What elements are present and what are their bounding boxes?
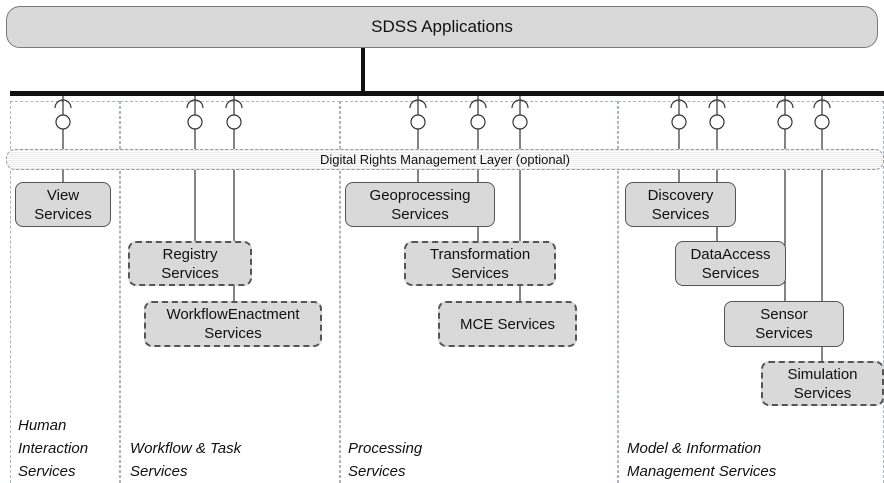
data-access-services-box: DataAccess Services <box>675 241 786 286</box>
data-access-ball-icon <box>709 114 725 130</box>
group-label-human-interaction: Human Interaction Services <box>18 417 89 480</box>
simulation-socket-icon <box>813 99 831 109</box>
data-access-socket-icon <box>708 99 726 109</box>
sensor-socket-icon <box>776 99 794 109</box>
mce-services-box: MCE Services <box>438 301 577 347</box>
workflow-socket-icon <box>225 99 243 109</box>
transformation-socket-icon <box>469 99 487 109</box>
transformation-services-box: Transformation Services <box>404 241 556 286</box>
workflow-enactment-services-box: WorkflowEnactment Services <box>144 301 322 347</box>
view-services-box: View Services <box>15 182 111 227</box>
discovery-services-box: Discovery Services <box>625 182 736 227</box>
group-label-workflow-task: Workflow & Task Services <box>130 440 242 480</box>
registry-socket-icon <box>186 99 204 109</box>
group-label-processing: Processing Services <box>348 440 423 480</box>
sensor-ball-icon <box>777 114 793 130</box>
view-ball-icon <box>55 114 71 130</box>
sdss-applications-label: SDSS Applications <box>371 17 513 36</box>
mce-ball-icon <box>512 114 528 130</box>
service-bus <box>10 91 884 96</box>
group-label-model-information: Model & Information Management Services <box>627 440 777 480</box>
discovery-socket-icon <box>670 99 688 109</box>
group-human-interaction <box>10 101 120 483</box>
geoprocessing-ball-icon <box>410 114 426 130</box>
discovery-ball-icon <box>671 114 687 130</box>
sensor-services-box: Sensor Services <box>724 301 844 347</box>
transformation-ball-icon <box>470 114 486 130</box>
registry-services-box: Registry Services <box>128 241 252 286</box>
workflow-ball-icon <box>226 114 242 130</box>
simulation-ball-icon <box>814 114 830 130</box>
applications-connector <box>361 48 365 92</box>
geoprocessing-services-box: Geoprocessing Services <box>345 182 495 227</box>
drm-layer: Digital Rights Management Layer (optiona… <box>6 149 884 170</box>
view-socket-icon <box>54 99 72 109</box>
simulation-services-box: Simulation Services <box>761 361 884 406</box>
mce-socket-icon <box>511 99 529 109</box>
geoprocessing-socket-icon <box>409 99 427 109</box>
sdss-applications-box: SDSS Applications <box>6 6 878 48</box>
registry-ball-icon <box>187 114 203 130</box>
group-processing <box>340 101 618 483</box>
drm-layer-label: Digital Rights Management Layer (optiona… <box>319 152 570 167</box>
